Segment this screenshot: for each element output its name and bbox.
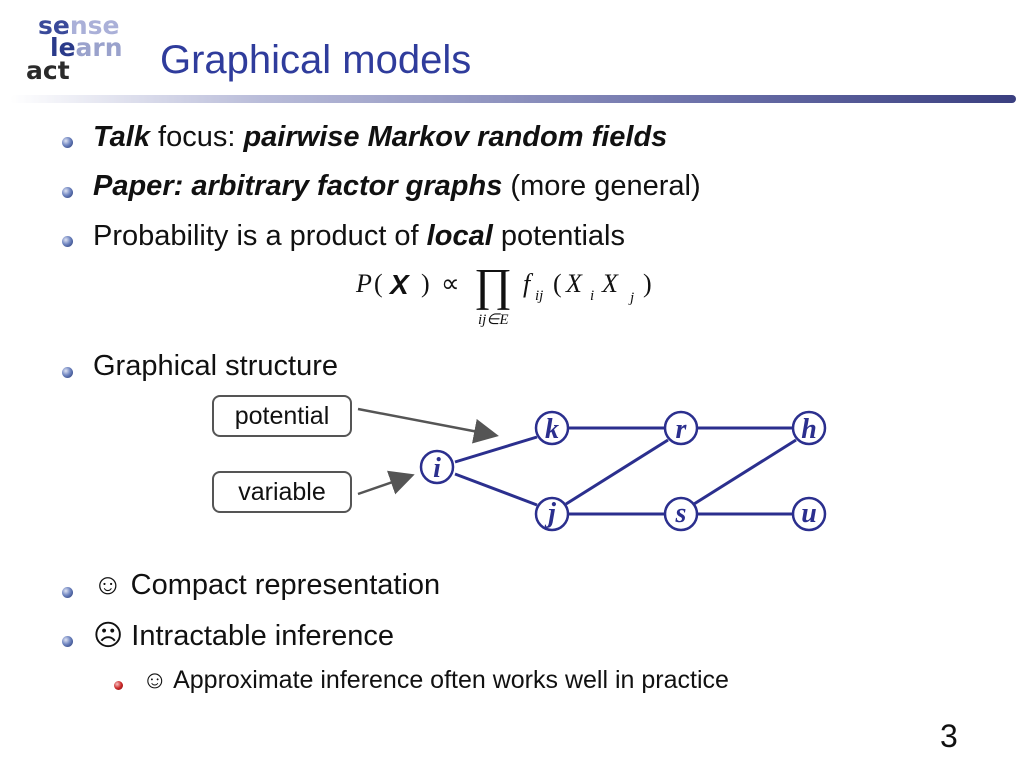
bullet-compact-representation: ☺ Compact representation <box>93 569 441 601</box>
node-j-circle <box>534 496 570 532</box>
arrow-potential <box>357 407 499 444</box>
label-arrows <box>357 407 499 496</box>
edge-j-r <box>565 438 669 506</box>
formula-f: f <box>523 269 534 298</box>
bullet-icon <box>62 636 73 647</box>
graph-edges <box>454 426 797 516</box>
formula-P: P <box>355 269 372 298</box>
node-u-label: u <box>801 498 817 529</box>
formula-f-subscript: ij <box>535 288 543 304</box>
bullet-probability: Probability is a product of local potent… <box>93 220 625 252</box>
formula-rparen2: ) <box>643 269 652 298</box>
probability-formula: P ( X ) ∝ ∏ ij∈E f ij ( X i X j ) <box>355 259 652 328</box>
slide-title: Graphical models <box>160 38 472 82</box>
node-r-label: r <box>676 414 688 445</box>
node-s-circle <box>663 496 699 532</box>
logo: sense learn act <box>26 11 123 85</box>
node-k-label: k <box>545 414 559 445</box>
formula-i: i <box>590 288 594 304</box>
variable-label-box: variable <box>212 471 352 513</box>
node-r-circle <box>663 410 699 446</box>
formula-product: ∏ <box>474 259 512 310</box>
node-k-circle <box>534 410 570 446</box>
node-h-label: h <box>801 414 817 445</box>
potential-label-box: potential <box>212 395 352 437</box>
formula-X: X <box>388 269 411 300</box>
formula-product-subscript: ij∈E <box>478 312 509 328</box>
bullet-talk-focus: Talk focus: pairwise Markov random field… <box>93 121 668 153</box>
node-h-circle <box>791 410 827 446</box>
page-number: 3 <box>940 718 958 754</box>
formula-propto: ∝ <box>441 269 460 298</box>
title-divider <box>10 95 1016 103</box>
formula-rparen: ) <box>421 269 430 298</box>
formula-lparen: ( <box>374 269 383 298</box>
sub-bullet-approximate-inference: ☺ Approximate inference often works well… <box>142 666 729 694</box>
node-s-label: s <box>675 498 687 529</box>
bullet-icon <box>62 137 73 148</box>
edge-i-k <box>454 435 538 464</box>
graph-nodes <box>419 410 827 532</box>
node-i-circle <box>419 449 455 485</box>
arrow-variable <box>357 470 415 496</box>
formula-Xj: X <box>601 269 619 298</box>
formula-j: j <box>628 290 634 306</box>
formula-paren2: ( <box>553 269 562 298</box>
bullet-paper: Paper: arbitrary factor graphs (more gen… <box>93 170 701 202</box>
edge-s-h <box>693 438 797 506</box>
formula-Xi: X <box>565 269 583 298</box>
edge-i-j <box>454 472 538 507</box>
bullet-icon <box>62 187 73 198</box>
bullet-icon <box>62 587 73 598</box>
node-i-label: i <box>433 453 441 484</box>
bullet-icon <box>62 367 73 378</box>
bullet-icon <box>62 236 73 247</box>
node-u-circle <box>791 496 827 532</box>
bullet-intractable-inference: ☹ Intractable inference <box>93 620 395 652</box>
bullet-graphical-structure: Graphical structure <box>93 350 338 382</box>
sub-bullet-icon <box>114 681 123 690</box>
